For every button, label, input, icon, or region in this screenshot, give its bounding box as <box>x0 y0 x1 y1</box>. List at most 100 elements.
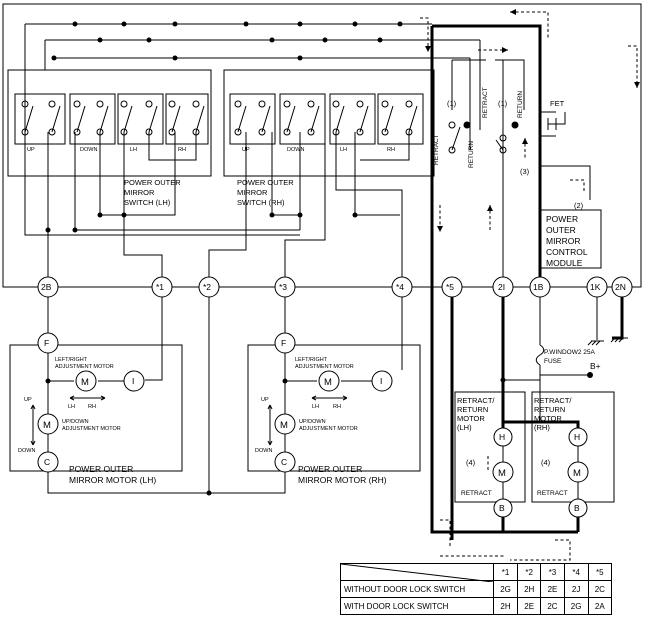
table-row-label: WITH DOOR LOCK SWITCH <box>340 597 494 615</box>
mirror-lh-i-label: I <box>132 376 134 386</box>
table-cell: 2C <box>587 580 613 598</box>
mirror-rh-wires <box>284 353 372 452</box>
retract-rh-h-label: H <box>574 432 580 442</box>
mirror-lh-lr-motor <box>75 370 97 392</box>
module-line-4: CONTROL <box>546 247 588 257</box>
mirror-rh-title-2: MIRROR MOTOR (RH) <box>298 475 387 485</box>
retract-rh-label-2: RETURN <box>534 405 565 414</box>
mirror-rh-lr-label-2: ADJUSTMENT MOTOR <box>295 364 354 370</box>
pin-star5: *5 <box>446 282 454 292</box>
table-cell: 2G <box>563 597 589 615</box>
ref-2: (2) <box>574 201 584 210</box>
ref-3: (3) <box>520 167 530 176</box>
mirror-motor-lh-box <box>9 344 183 472</box>
retract-b-bus <box>501 517 580 532</box>
switch-rh-contacts <box>229 93 424 145</box>
table-header-cell: *2 <box>517 563 542 581</box>
retract-lh-h-label: H <box>499 432 505 442</box>
switch-lh-lh: LH <box>130 147 137 153</box>
fet-symbol <box>540 111 566 137</box>
mirror-lh-lr-arrow <box>69 395 106 401</box>
mirror-lh-title-1: POWER OUTER <box>69 464 133 474</box>
mirror-lh-title-2: MIRROR MOTOR (LH) <box>69 475 156 485</box>
relay1-right-ref: (1) <box>498 99 508 108</box>
switch-rh-title-1: POWER OUTER <box>237 178 294 187</box>
control-module-box <box>540 209 602 269</box>
mirror-lh-lh-label: LH <box>68 404 75 410</box>
retract-lh-label-1: RETRACT/ <box>457 396 495 405</box>
mirror-lh-down-label: DOWN <box>18 448 35 454</box>
mirror-lh-wires <box>47 353 124 452</box>
retract-rh-ref: (4) <box>541 458 551 467</box>
relay-left-retract: RETRACT <box>433 134 440 165</box>
mirror-lh-lr-label-1: LEFT/RIGHT <box>55 357 88 363</box>
switch-rh-rh: RH <box>387 147 395 153</box>
mirror-lh-ud-m: M <box>43 420 51 431</box>
fuse-label-2: FUSE <box>544 358 562 365</box>
retract-motor-lh-box <box>454 391 526 503</box>
pin-star4: *4 <box>396 282 404 292</box>
pin-1b: 1B <box>533 282 544 292</box>
table-cell: 2A <box>587 597 613 615</box>
mirror-rh-lr-label-1: LEFT/RIGHT <box>295 357 328 363</box>
retract-rh-b-label: B <box>574 503 580 513</box>
retract-lh-ref: (4) <box>466 458 476 467</box>
mirror-rh-ud-label-1: UP/DOWN <box>299 419 326 425</box>
table-cell: 2E <box>517 597 542 615</box>
table-diagonal <box>341 564 493 582</box>
mirror-rh-i-label: I <box>380 376 382 386</box>
switch-lh-title-2: MIRROR <box>124 188 155 197</box>
fuse-label-1: P.WINDOW2 25A <box>544 349 595 356</box>
relay-right-return: RETURN <box>517 91 524 118</box>
mirror-lh-f-label: F <box>44 338 49 348</box>
table-cell: 2G <box>492 580 519 598</box>
mirror-lh-lr-m: M <box>81 377 89 388</box>
harness-frame <box>2 3 642 288</box>
mirror-rh-down-label: DOWN <box>255 448 272 454</box>
bplus-label: B+ <box>590 361 601 371</box>
relay-left-return: RETURN <box>468 141 475 168</box>
table-header-cell: *5 <box>587 563 613 581</box>
switch-rh-box <box>223 69 435 177</box>
module-line-2: OUTER <box>546 225 576 235</box>
mirror-lh-ud-label-1: UP/DOWN <box>62 419 89 425</box>
ground-1k-icon <box>587 340 604 346</box>
mirror-rh-title-1: POWER OUTER <box>298 464 362 474</box>
mirror-rh-lr-arrow <box>311 395 348 401</box>
retract-lh-label-4: (LH) <box>457 423 472 432</box>
relay1-left-ref: (1) <box>447 99 457 108</box>
retract-rh-m: M <box>573 468 581 479</box>
mirror-lh-ud-label-2: ADJUSTMENT MOTOR <box>62 426 121 432</box>
ground-2n-icon <box>610 337 628 343</box>
connector-table: *1 *2 *3 *4 *5 WITHOUT DOOR LOCK SWITCH … <box>340 563 613 615</box>
pin-2i: 2I <box>498 282 505 292</box>
pin-star1: *1 <box>156 282 164 292</box>
mirror-lh-ud-motor <box>37 413 59 435</box>
mirror-lh-c-label: C <box>44 457 50 467</box>
table-cell: 2C <box>540 597 565 615</box>
switch-rh-title-2: MIRROR <box>237 188 268 197</box>
switch-rh-down: DOWN <box>287 147 304 153</box>
relay-wiring <box>430 24 591 534</box>
switch-lh-title-1: POWER OUTER <box>124 178 181 187</box>
table-row: WITHOUT DOOR LOCK SWITCH 2G 2H 2E 2J 2C <box>340 580 613 598</box>
pin-2b: 2B <box>41 282 52 292</box>
mirror-rh-up-label: UP <box>261 397 269 403</box>
mirror-rh-ud-m: M <box>280 420 288 431</box>
switch-lh-contacts <box>14 93 209 145</box>
switch-internal-wiring <box>24 132 410 287</box>
table-cell: 2H <box>492 597 519 615</box>
table-header-row: *1 *2 *3 *4 *5 <box>340 563 613 582</box>
table-header-cell: *4 <box>563 563 589 581</box>
pin-star2: *2 <box>203 282 211 292</box>
table-cell: 2E <box>540 580 565 598</box>
mirror-rh-lh-label: LH <box>312 404 319 410</box>
switch-lh-box <box>7 69 212 177</box>
module-line-5: MODULE <box>546 258 583 268</box>
fet-label: FET <box>550 99 565 108</box>
switch-rh-lh: LH <box>340 147 347 153</box>
relay-right-retract: RETRACT <box>482 87 489 118</box>
mirror-rh-ud-motor <box>274 413 296 435</box>
table-row: WITH DOOR LOCK SWITCH 2H 2E 2C 2G 2A <box>340 597 613 615</box>
